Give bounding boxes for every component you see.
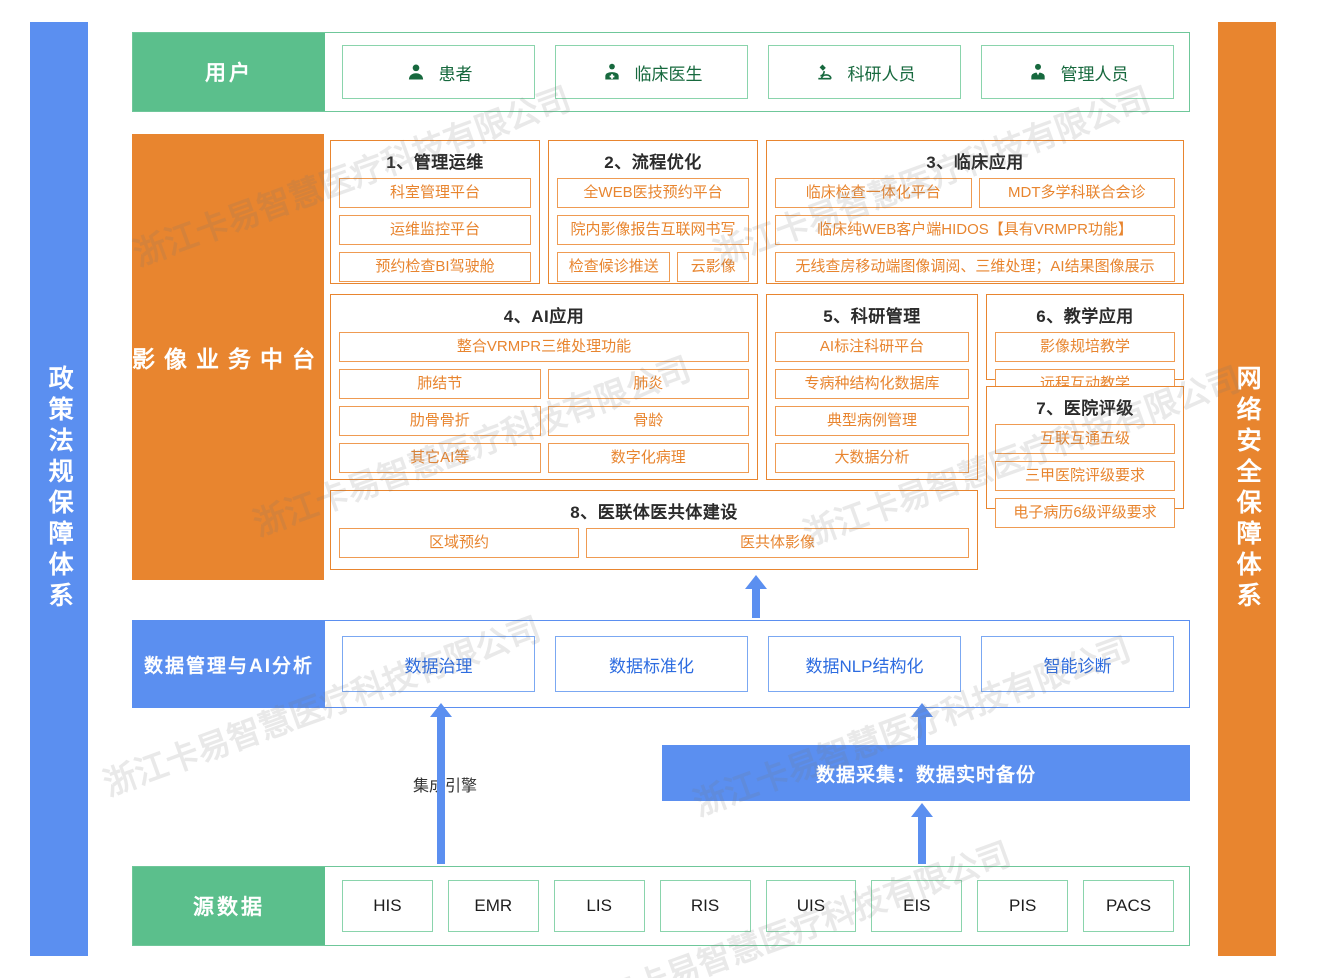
source-chip-eis[interactable]: EIS <box>871 880 963 932</box>
left-sidebar-label: 政策法规保障体系 <box>45 365 74 613</box>
source-chip-uis[interactable]: UIS <box>765 880 857 932</box>
panel-cell[interactable]: 临床检查一体化平台 <box>775 178 972 208</box>
panel-cell[interactable]: 整合VRMPR三维处理功能 <box>339 332 749 362</box>
user-chip-clinician[interactable]: 临床医生 <box>555 45 748 99</box>
panel-cell[interactable]: 预约检查BI驾驶舱 <box>339 252 531 282</box>
panel-title: 1、管理运维 <box>386 153 484 172</box>
user-chip-list: 患者 临床医生 科研人员 管理人员 <box>326 33 1190 111</box>
arrow-collection-to-data <box>911 703 933 746</box>
data-chip-intelligent-diagnosis[interactable]: 智能诊断 <box>981 636 1174 692</box>
panel-cell[interactable]: 临床纯WEB客户端HIDOS【具有VRMPR功能】 <box>775 215 1175 245</box>
right-sidebar-label: 网络安全保障体系 <box>1233 365 1262 613</box>
panel-cell[interactable]: 骨龄 <box>547 406 749 436</box>
panel-research-management: 5、科研管理 AI标注科研平台 专病种结构化数据库 典型病例管理 大数据分析 <box>766 294 978 480</box>
panel-cell[interactable]: 肋骨骨折 <box>339 406 541 436</box>
user-layer: 用户 患者 临床医生 科研人员 <box>132 32 1190 112</box>
panel-cell[interactable]: 影像规培教学 <box>995 332 1175 362</box>
panel-teaching-application: 6、教学应用 影像规培教学 远程互动教学 <box>986 294 1184 399</box>
panel-clinical-application: 3、临床应用 临床检查一体化平台 MDT多学科联合会诊 临床纯WEB客户端HID… <box>766 140 1184 284</box>
panel-cell[interactable]: AI标注科研平台 <box>775 332 969 362</box>
arrow-source-to-collection <box>911 803 933 864</box>
panel-title: 7、医院评级 <box>1036 399 1134 418</box>
panel-cell[interactable]: 无线查房移动端图像调阅、三维处理；AI结果图像展示 <box>775 252 1175 282</box>
panel-cell[interactable]: 院内影像报告互联网书写 <box>557 215 749 245</box>
panel-cell[interactable]: 全WEB医技预约平台 <box>557 178 749 208</box>
panel-medical-consortium: 8、医联体医共体建设 区域预约 医共体影像 <box>330 490 978 570</box>
user-chip-patient[interactable]: 患者 <box>342 45 535 99</box>
panel-cell[interactable]: 检查候诊推送 <box>557 252 671 282</box>
panel-cell[interactable]: MDT多学科联合会诊 <box>978 178 1175 208</box>
source-chip-emr[interactable]: EMR <box>447 880 539 932</box>
panel-title: 6、教学应用 <box>1036 307 1134 326</box>
integration-engine-label: 集成引擎 <box>400 772 490 796</box>
panel-cell[interactable]: 其它AI等 <box>339 443 541 473</box>
user-icon <box>405 61 427 83</box>
user-chip-label: 临床医生 <box>634 64 703 84</box>
panel-cell[interactable]: 科室管理平台 <box>339 178 531 208</box>
arrow-integration-engine <box>430 703 452 864</box>
user-chip-label: 管理人员 <box>1060 64 1129 84</box>
imaging-platform-label-text: 影像业务中台 <box>132 346 324 372</box>
panel-cell[interactable]: 专病种结构化数据库 <box>775 369 969 399</box>
user-chip-label: 科研人员 <box>847 64 916 84</box>
data-chip-governance[interactable]: 数据治理 <box>342 636 535 692</box>
platform-panels: 1、管理运维 科室管理平台 运维监控平台 预约检查BI驾驶舱 2、流程优化 全W… <box>324 134 1190 580</box>
panel-process-optimization: 2、流程优化 全WEB医技预约平台 院内影像报告互联网书写 检查候诊推送 云影像 <box>548 140 758 284</box>
source-chip-pacs[interactable]: PACS <box>1083 880 1174 932</box>
panel-title: 2、流程优化 <box>604 153 702 172</box>
user-chip-label: 患者 <box>438 64 473 84</box>
panel-cell[interactable]: 大数据分析 <box>775 443 969 473</box>
panel-title: 8、医联体医共体建设 <box>570 503 738 522</box>
user-layer-label: 用户 <box>133 33 325 111</box>
data-chip-list: 数据治理 数据标准化 数据NLP结构化 智能诊断 <box>326 621 1190 707</box>
manager-icon <box>1027 61 1049 83</box>
panel-cell[interactable]: 三甲医院评级要求 <box>995 461 1175 491</box>
source-chip-lis[interactable]: LIS <box>553 880 645 932</box>
panel-title: 3、临床应用 <box>926 153 1024 172</box>
panel-cell[interactable]: 云影像 <box>677 252 749 282</box>
user-chip-administrator[interactable]: 管理人员 <box>981 45 1174 99</box>
panel-cell[interactable]: 电子病历6级评级要求 <box>995 498 1175 528</box>
imaging-business-platform-layer: 影像业务中台 1、管理运维 科室管理平台 运维监控平台 预约检查BI驾驶舱 2、… <box>132 134 1190 580</box>
microscope-icon <box>814 61 836 83</box>
panel-cell[interactable]: 区域预约 <box>339 528 580 558</box>
policy-regulation-sidebar: 政策法规保障体系 <box>30 22 88 956</box>
data-management-ai-layer: 数据管理与AI分析 数据治理 数据标准化 数据NLP结构化 智能诊断 <box>132 620 1190 708</box>
panel-cell[interactable]: 运维监控平台 <box>339 215 531 245</box>
panel-ai-application: 4、AI应用 整合VRMPR三维处理功能 肺结节 肺炎 肋骨骨折 骨龄 其它AI… <box>330 294 758 480</box>
panel-cell[interactable]: 数字化病理 <box>547 443 749 473</box>
panel-cell[interactable]: 典型病例管理 <box>775 406 969 436</box>
panel-cell[interactable]: 肺炎 <box>547 369 749 399</box>
source-chip-pis[interactable]: PIS <box>977 880 1069 932</box>
data-chip-nlp-structuring[interactable]: 数据NLP结构化 <box>768 636 961 692</box>
panel-title: 5、科研管理 <box>823 307 921 326</box>
source-data-label: 源数据 <box>133 867 325 945</box>
panel-hospital-rating: 7、医院评级 互联互通五级 三甲医院评级要求 电子病历6级评级要求 <box>986 386 1184 528</box>
imaging-platform-label: 影像业务中台 <box>132 134 324 580</box>
user-chip-researcher[interactable]: 科研人员 <box>768 45 961 99</box>
source-chip-list: HIS EMR LIS RIS UIS EIS PIS PACS <box>326 867 1190 945</box>
data-management-label: 数据管理与AI分析 <box>133 621 325 707</box>
panel-management-ops: 1、管理运维 科室管理平台 运维监控平台 预约检查BI驾驶舱 <box>330 140 540 284</box>
doctor-icon <box>601 61 623 83</box>
network-security-sidebar: 网络安全保障体系 <box>1218 22 1276 956</box>
panel-cell[interactable]: 互联互通五级 <box>995 424 1175 454</box>
data-chip-standardization[interactable]: 数据标准化 <box>555 636 748 692</box>
data-collection-band: 数据采集：数据实时备份 <box>662 745 1190 801</box>
panel-cell[interactable]: 肺结节 <box>339 369 541 399</box>
panel-cell[interactable]: 医共体影像 <box>586 528 969 558</box>
source-data-layer: 源数据 HIS EMR LIS RIS UIS EIS PIS PACS <box>132 866 1190 946</box>
source-chip-ris[interactable]: RIS <box>659 880 751 932</box>
panel-title: 4、AI应用 <box>503 307 585 326</box>
arrow-data-to-platform <box>745 575 767 618</box>
source-chip-his[interactable]: HIS <box>342 880 433 932</box>
